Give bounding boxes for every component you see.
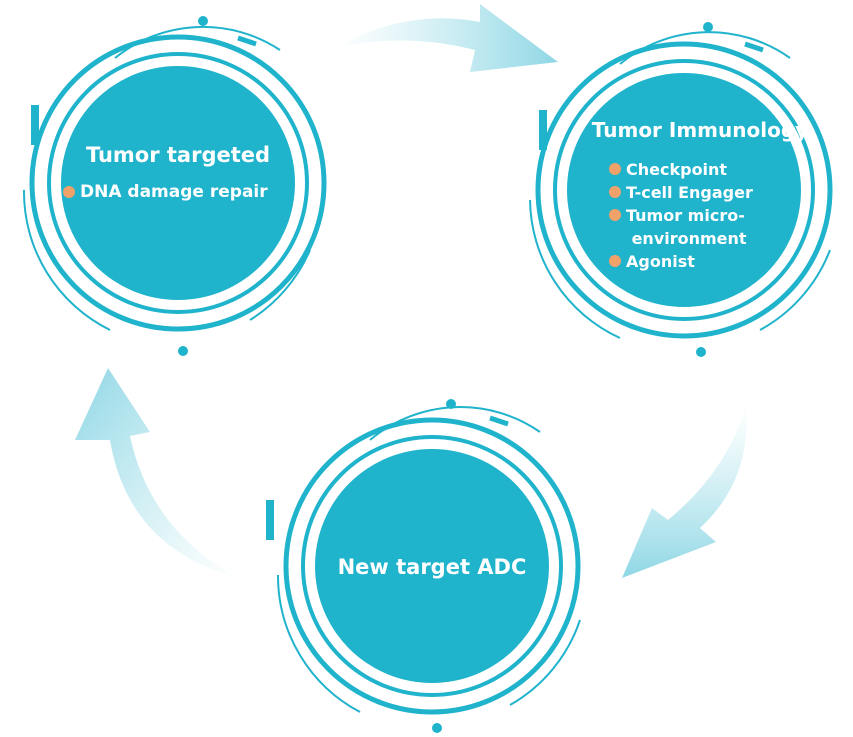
arrow-top (335, 4, 558, 72)
node-tumor-immunology: Tumor Immunology Checkpoint T-cell Engag… (582, 118, 818, 273)
bullet-dot (609, 255, 621, 267)
list-item: Checkpoint (608, 158, 818, 181)
node-tumor-targeted: Tumor targeted DNA damage repair (60, 143, 296, 204)
node-new-target-adc: New target ADC (314, 555, 550, 579)
bullet-dot (609, 163, 621, 175)
bullet-dot (609, 186, 621, 198)
list-item: Agonist (608, 250, 818, 273)
list-item: Tumor micro- environment (608, 204, 776, 250)
list-item: T-cell Engager (608, 181, 818, 204)
circle-tumor-immunology (529, 22, 833, 357)
circle-tumor-targeted (22, 16, 327, 356)
bullet-dot (609, 209, 621, 221)
arrow-right (622, 405, 747, 578)
circle-new-target-adc (266, 399, 581, 733)
list-item: DNA damage repair (62, 181, 296, 204)
node-title: New target ADC (337, 555, 527, 579)
node-items: Checkpoint T-cell Engager Tumor micro- e… (608, 158, 818, 273)
bullet-dot (63, 186, 75, 198)
node-title: Tumor targeted (85, 143, 271, 167)
arrow-left (75, 368, 238, 578)
node-title: Tumor Immunology (591, 118, 809, 142)
node-items: DNA damage repair (62, 181, 296, 204)
